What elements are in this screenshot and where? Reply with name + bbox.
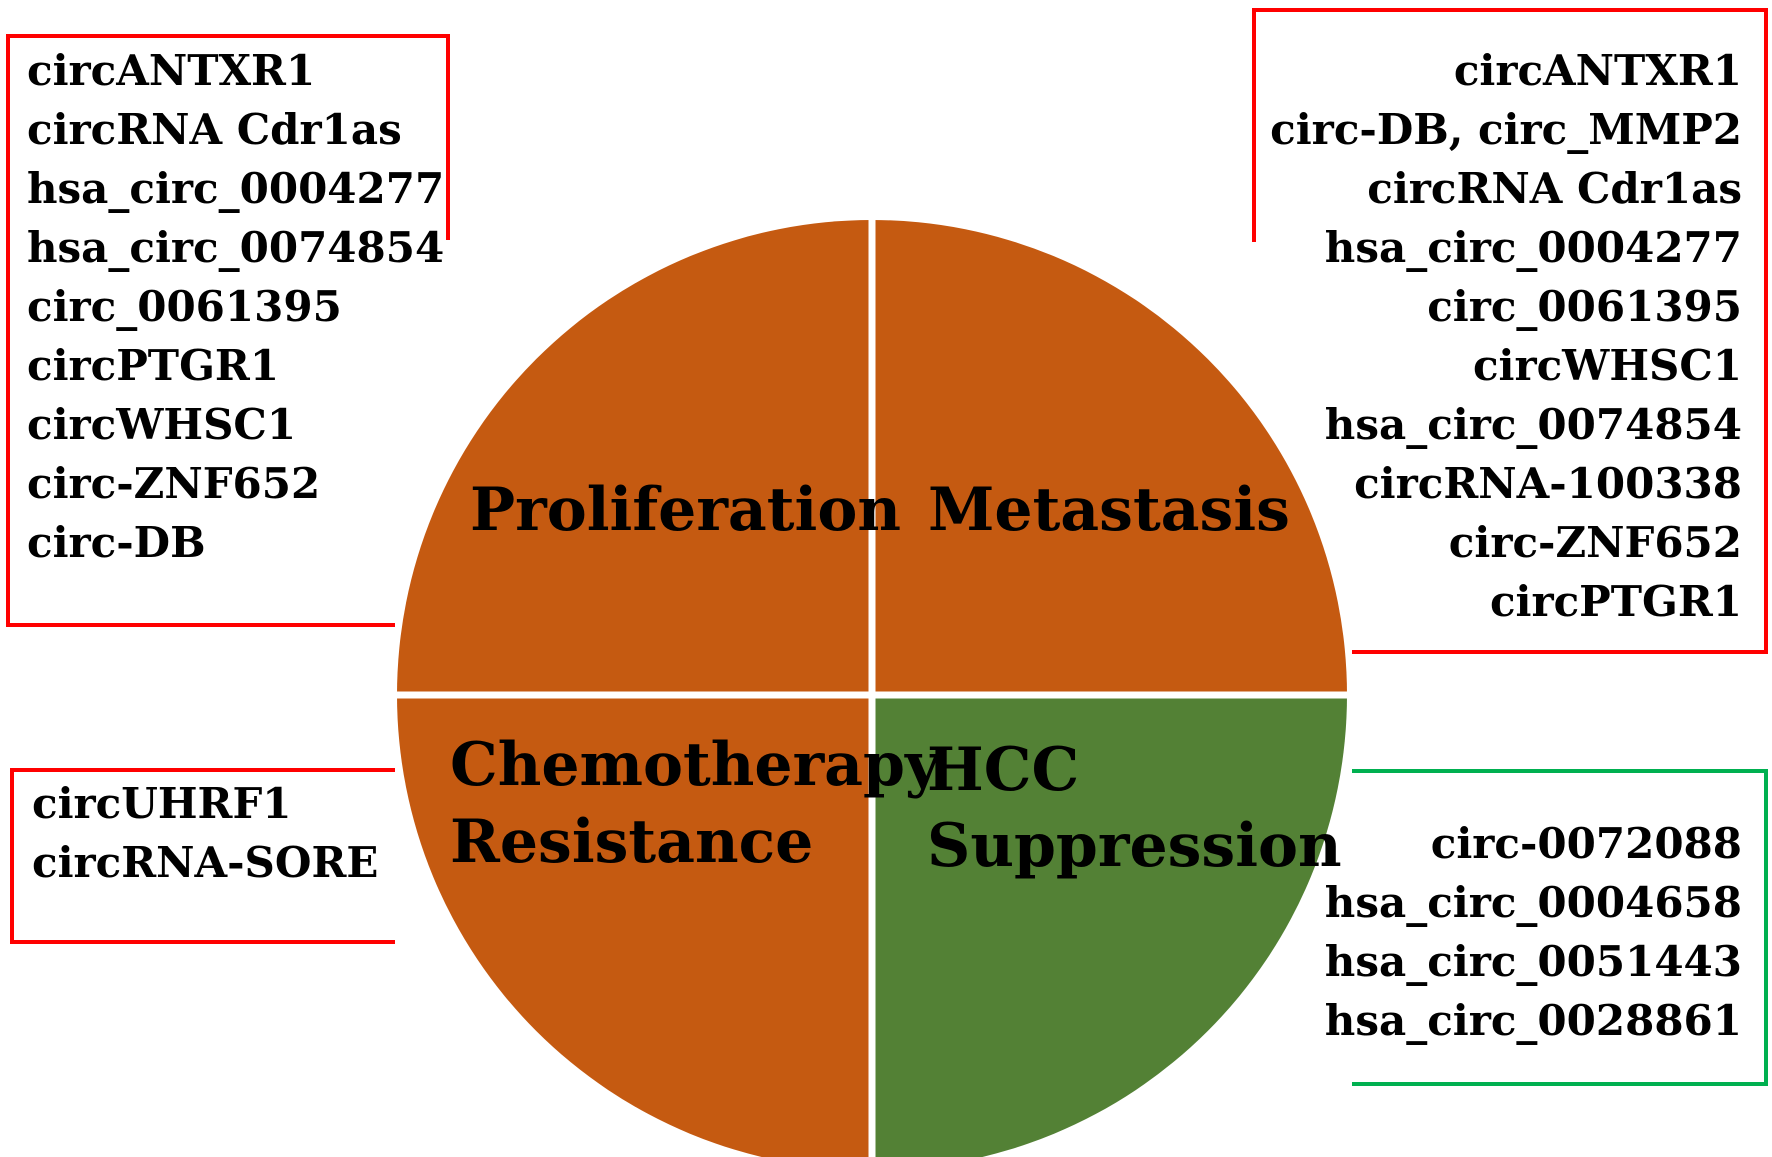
list-item: hsa_circ_0004277 (1325, 223, 1742, 272)
metastasis-sector (872, 220, 1347, 695)
list-item: circ-0072088 (1431, 819, 1742, 868)
proliferation-bracket (6, 34, 450, 627)
list-item: circ-ZNF652 (27, 459, 320, 508)
list-item: circ-DB (27, 518, 206, 567)
proliferation-sector (397, 220, 872, 695)
chemotherapy-resistance-bracket (10, 768, 395, 944)
list-item: circPTGR1 (27, 341, 279, 390)
list-item: circWHSC1 (1473, 341, 1742, 390)
list-item: hsa_circ_0004277 (27, 164, 444, 213)
list-item: circRNA-SORE (32, 838, 378, 887)
list-item: circPTGR1 (1490, 577, 1742, 626)
list-item: circ_0061395 (1427, 282, 1742, 331)
hcc-suppression-label-line2: Suppression (927, 811, 1342, 881)
list-item: hsa_circ_0051443 (1325, 937, 1742, 986)
list-item: circANTXR1 (27, 46, 315, 95)
chemotherapy-resistance-list: circUHRF1 circRNA-SORE (32, 779, 378, 887)
proliferation-list: circANTXR1 circRNA Cdr1as hsa_circ_00042… (27, 46, 444, 567)
chemotherapy-resistance-label-line1: Chemotherapy (450, 730, 942, 800)
metastasis-bracket (1252, 8, 1768, 654)
list-item: hsa_circ_0028861 (1325, 996, 1742, 1045)
chemotherapy-resistance-sector (397, 695, 872, 1157)
metastasis-label: Metastasis (928, 475, 1290, 545)
list-item: circUHRF1 (32, 779, 292, 828)
list-item: circRNA Cdr1as (1367, 164, 1742, 213)
hcc-suppression-sector (872, 695, 1347, 1157)
list-item: hsa_circ_0004658 (1325, 878, 1742, 927)
hcc-suppression-bracket (1352, 769, 1768, 1086)
hcc-suppression-label-line1: HCC (927, 735, 1079, 805)
hcc-suppression-list: circ-0072088 hsa_circ_0004658 hsa_circ_0… (1325, 819, 1742, 1045)
list-item: hsa_circ_0074854 (27, 223, 444, 272)
chemotherapy-resistance-label-line2: Resistance (450, 807, 813, 877)
list-item: circRNA Cdr1as (27, 105, 402, 154)
proliferation-label: Proliferation (470, 475, 901, 545)
list-item: circANTXR1 (1454, 46, 1742, 95)
list-item: circRNA-100338 (1354, 459, 1742, 508)
list-item: circ_0061395 (27, 282, 342, 331)
list-item: circ-ZNF652 (1449, 518, 1742, 567)
metastasis-list: circANTXR1 circ-DB, circ_MMP2 circRNA Cd… (1270, 46, 1742, 626)
pie-chart (392, 215, 1352, 1157)
list-item: circWHSC1 (27, 400, 296, 449)
list-item: circ-DB, circ_MMP2 (1270, 105, 1742, 154)
list-item: hsa_circ_0074854 (1325, 400, 1742, 449)
